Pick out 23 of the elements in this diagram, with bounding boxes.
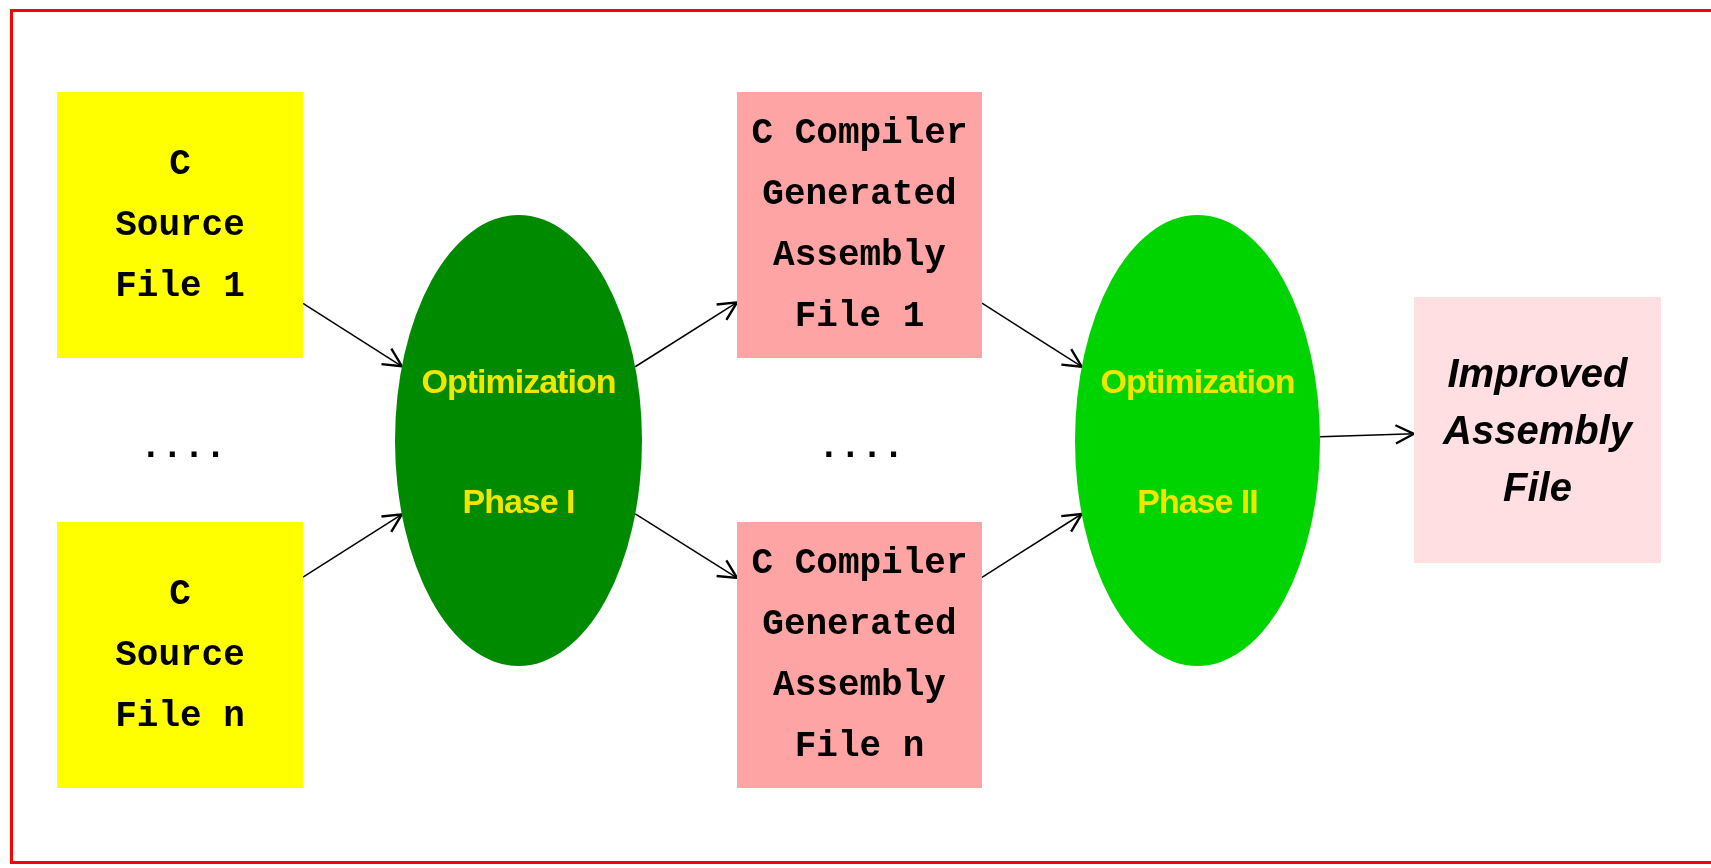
ellipsis-text: ....	[140, 428, 227, 468]
node-text: C Source File n	[114, 572, 246, 739]
source-file-box	[57, 92, 303, 358]
arrow	[981, 302, 1083, 368]
ellipsis-text: ....	[818, 428, 905, 468]
source-file-box	[57, 522, 303, 788]
arrow	[981, 512, 1083, 578]
node-text: Optimization	[1100, 360, 1295, 402]
node-text: Phase II	[1137, 480, 1258, 522]
arrow	[1319, 424, 1416, 445]
node-text: Phase I	[462, 480, 575, 522]
node-text: C Compiler Generated Assembly File 1	[750, 112, 969, 339]
arrow	[634, 513, 739, 580]
arrow	[302, 302, 404, 368]
result-file-box	[1414, 297, 1661, 563]
node-text: Improved Assembly File	[1441, 349, 1635, 511]
arrow	[634, 301, 739, 368]
assembly-file-box	[737, 92, 982, 358]
node-text: C Source File 1	[114, 142, 246, 309]
arrow	[302, 513, 403, 578]
assembly-file-box	[737, 522, 982, 788]
node-text: Optimization	[421, 360, 616, 402]
node-text: C Compiler Generated Assembly File n	[750, 542, 969, 769]
